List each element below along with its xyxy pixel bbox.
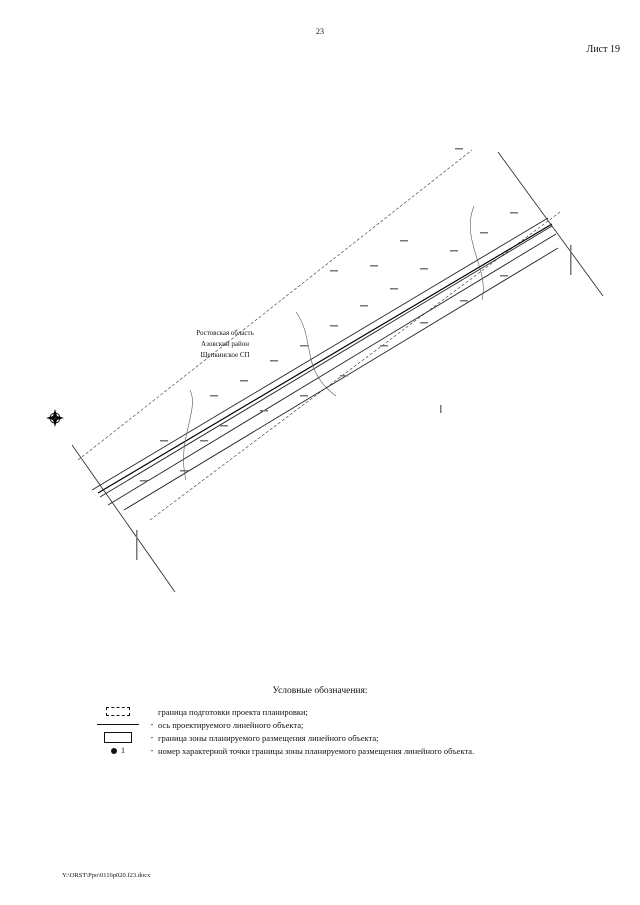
planning-map bbox=[46, 148, 604, 593]
compass-icon bbox=[46, 409, 64, 427]
legend-item: - граница зоны планируемого размещения л… bbox=[90, 731, 378, 744]
end-boundaries bbox=[71, 151, 604, 593]
placement-zone bbox=[91, 217, 559, 511]
legend-text: номер характерной точки границы зоны пла… bbox=[158, 745, 475, 756]
region-line: Азовский район bbox=[201, 340, 249, 348]
legend-symbol-dashed-boundary bbox=[90, 705, 146, 718]
sheet-label: Лист 19 bbox=[586, 44, 620, 55]
legend-item: - ось проектируемого линейного объекта; bbox=[90, 718, 303, 731]
legend-dash: - bbox=[150, 720, 154, 729]
point-dot-icon bbox=[111, 747, 117, 754]
page-number: 23 bbox=[316, 27, 324, 36]
region-line: Щепкинское СП bbox=[200, 351, 250, 359]
legend-dash: - bbox=[150, 733, 154, 742]
legend-symbol-zone-rect bbox=[90, 731, 146, 744]
legend-item: граница подготовки проекта планировки; bbox=[90, 705, 308, 718]
legend-text: ось проектируемого линейного объекта; bbox=[158, 719, 304, 730]
legend-text: граница подготовки проекта планировки; bbox=[158, 706, 308, 717]
legend-item: 1 - номер характерной точки границы зоны… bbox=[90, 744, 474, 757]
legend-symbol-point: 1 bbox=[90, 744, 146, 757]
file-path: Y:\ORST\Ppo\0116p020.f23.docx bbox=[62, 872, 151, 879]
region-label: Ростовская область Азовский район Щепкин… bbox=[180, 328, 270, 361]
legend-symbol-axis-line bbox=[90, 718, 146, 731]
point-label: 1 bbox=[121, 746, 125, 755]
region-line: Ростовская область bbox=[196, 329, 254, 337]
legend-dash: - bbox=[150, 746, 154, 755]
legend-text: граница зоны планируемого размещения лин… bbox=[158, 732, 379, 743]
parcel-lines bbox=[183, 205, 484, 481]
project-boundary bbox=[77, 149, 561, 521]
parcel-markers bbox=[136, 148, 572, 560]
object-axis bbox=[97, 223, 553, 494]
legend-title: Условные обозначения: bbox=[272, 686, 368, 696]
